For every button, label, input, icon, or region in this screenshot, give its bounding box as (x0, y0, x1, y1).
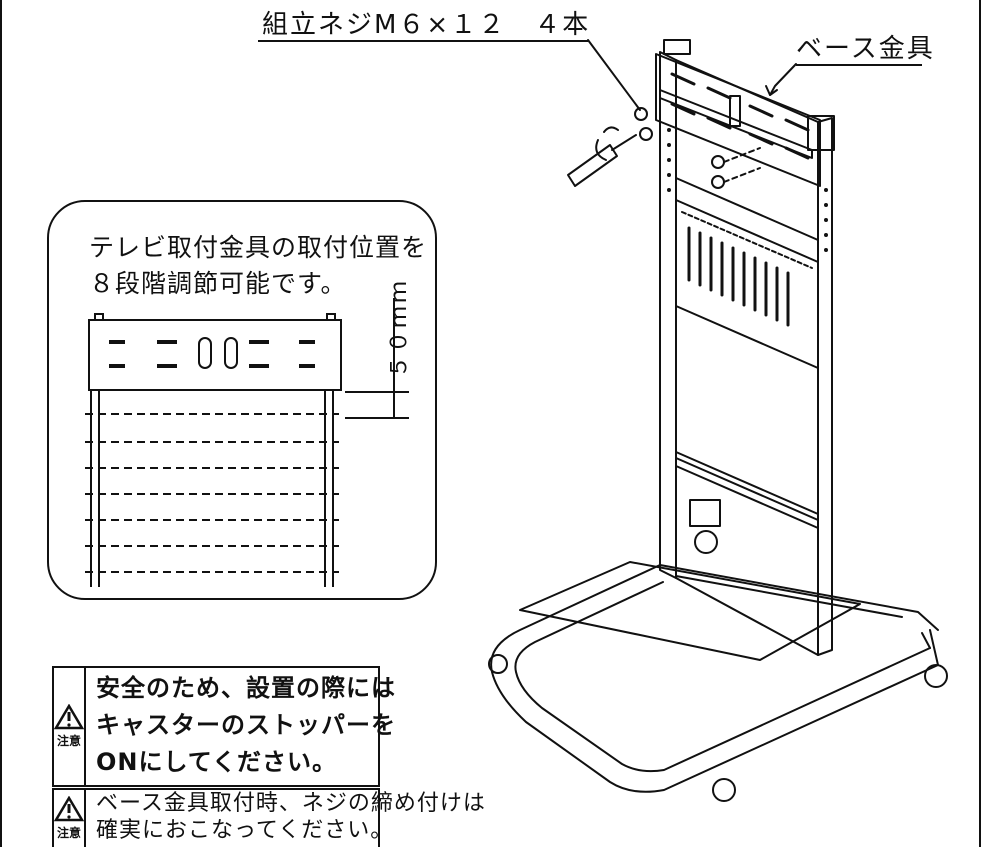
warning-line: ONにしてください。 (96, 748, 338, 776)
inset-line-1: テレビ取付金具の取付位置を (89, 233, 428, 262)
detail-position-guides (85, 413, 339, 573)
screw-set (634, 107, 761, 189)
base-bracket-callout: ベース金具 (796, 34, 935, 64)
caster-wheels (488, 499, 948, 802)
base-tray (519, 561, 861, 661)
warning-icon-cell: 注意 (54, 790, 86, 847)
warning-line: ベース金具取付時、ネジの締め付けは (96, 791, 486, 816)
base-bracket (655, 39, 835, 187)
dimension-label: ５０ｍｍ (387, 277, 412, 378)
warning-text: 安全のため、設置の際には キャスターのストッパーを ONにしてください。 (86, 668, 396, 785)
inset-line-2: ８段階調節可能です。 (89, 269, 347, 298)
screwdriver-icon (567, 126, 637, 187)
stand-uprights (659, 51, 833, 656)
warning-box-screws: 注意 ベース金具取付時、ネジの締め付けは 確実におこなってください。 (52, 788, 485, 847)
inset-description: テレビ取付金具の取付位置を ８段階調節可能です。 (89, 230, 427, 302)
display-panel (675, 177, 819, 369)
warning-icon-cell: 注意 (54, 668, 86, 785)
base-bracket-leader-line (769, 63, 797, 96)
warning-box-casters: 注意 安全のため、設置の際には キャスターのストッパーを ONにしてください。 (52, 666, 395, 787)
caution-tag: 注意 (56, 826, 81, 840)
screw-leader-line (587, 39, 641, 111)
warning-line: 安全のため、設置の際には (96, 674, 396, 702)
detail-bracket-plate (88, 319, 342, 391)
caution-tag: 注意 (56, 734, 81, 748)
base-bracket-callout-underline (796, 64, 922, 66)
warning-line: 確実におこなってください。 (96, 818, 394, 843)
screw-callout-underline (258, 40, 588, 42)
warning-line: キャスターのストッパーを (96, 711, 396, 739)
warning-triangle-icon (54, 796, 84, 822)
warning-text: ベース金具取付時、ネジの締め付けは 確実におこなってください。 (86, 790, 486, 847)
bracket-detail-drawing (85, 298, 409, 587)
adjustment-detail-inset: テレビ取付金具の取付位置を ８段階調節可能です。 ５０ｍｍ (47, 200, 437, 600)
screw-callout: 組立ネジM６×１２ ４本 (262, 10, 591, 40)
warning-triangle-icon (54, 704, 84, 730)
upright-holes (667, 128, 828, 252)
middle-crossbar (675, 451, 819, 529)
stand-base-frame (490, 564, 939, 793)
